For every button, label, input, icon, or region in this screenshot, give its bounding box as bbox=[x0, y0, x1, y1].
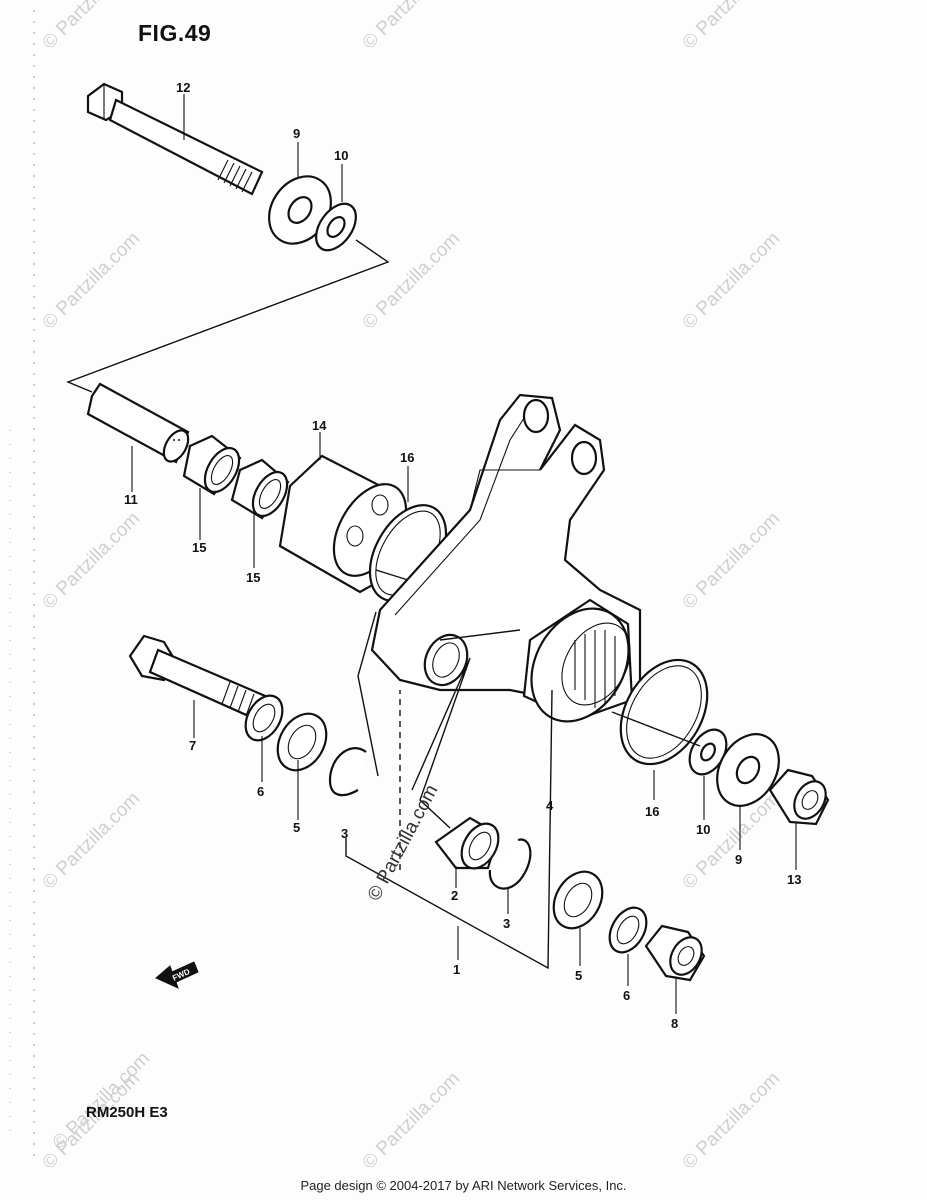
callout-labels: 12 9 10 14 16 11 15 15 7 6 5 3 4 2 3 1 1… bbox=[124, 80, 801, 1031]
scan-border bbox=[9, 10, 35, 1160]
watermark: © Partzilla.com bbox=[39, 508, 144, 613]
callout-3: 3 bbox=[503, 916, 510, 931]
part-12-bolt bbox=[86, 82, 264, 196]
part-3-circlip-left bbox=[328, 747, 367, 797]
part-10-washer-right bbox=[688, 728, 728, 776]
callout-5: 5 bbox=[575, 968, 582, 983]
part-9-washer-right bbox=[716, 733, 780, 807]
callout-6: 6 bbox=[257, 784, 264, 799]
watermark: © Partzilla.com bbox=[359, 0, 464, 54]
forward-arrow-icon: FWD bbox=[155, 961, 199, 989]
watermark: © Partzilla.com bbox=[679, 508, 784, 613]
assembly-line-top bbox=[66, 239, 390, 393]
watermark-center: © Partzilla.com bbox=[364, 781, 443, 904]
callout-9: 9 bbox=[735, 852, 742, 867]
callout-5: 5 bbox=[293, 820, 300, 835]
callout-12: 12 bbox=[176, 80, 190, 95]
part-15-bearing-a bbox=[182, 434, 242, 496]
part-3-circlip-right bbox=[488, 838, 532, 890]
part-7-bolt bbox=[128, 634, 272, 724]
part-6-seal-right bbox=[608, 906, 648, 954]
callout-9: 9 bbox=[293, 126, 300, 141]
fwd-label: FWD bbox=[171, 967, 192, 983]
watermark: © Partzilla.com bbox=[359, 228, 464, 333]
part-15-bearing-b bbox=[230, 458, 290, 520]
callout-4: 4 bbox=[546, 798, 554, 813]
callout-13: 13 bbox=[787, 872, 801, 887]
part-5-seal-left bbox=[276, 712, 328, 772]
model-code: RM250H E3 bbox=[86, 1104, 168, 1121]
callout-3: 3 bbox=[341, 826, 348, 841]
callout-16: 16 bbox=[400, 450, 414, 465]
part-5-seal-right bbox=[552, 870, 604, 930]
callout-15: 15 bbox=[192, 540, 206, 555]
watermark: © Partzilla.com bbox=[39, 228, 144, 333]
callout-10: 10 bbox=[334, 148, 348, 163]
callout-7: 7 bbox=[189, 738, 196, 753]
watermark: © Partzilla.com bbox=[39, 0, 144, 54]
assembly-lines bbox=[170, 439, 701, 970]
callout-14: 14 bbox=[312, 418, 327, 433]
part-10-washer-top bbox=[315, 202, 357, 252]
callout-1: 1 bbox=[453, 962, 460, 977]
callout-11: 11 bbox=[124, 492, 138, 507]
part-2-bearing bbox=[434, 816, 500, 870]
part-8-nut bbox=[644, 924, 706, 982]
callout-6: 6 bbox=[623, 988, 630, 1003]
callout-16: 16 bbox=[645, 804, 659, 819]
watermark: © Partzilla.com bbox=[679, 1068, 784, 1173]
part-6-seal-left bbox=[244, 694, 284, 742]
watermark: © Partzilla.com bbox=[679, 228, 784, 333]
callout-15: 15 bbox=[246, 570, 260, 585]
callout-10: 10 bbox=[696, 822, 710, 837]
watermark: © Partzilla.com bbox=[49, 1048, 154, 1153]
part-4-cushion-lever bbox=[370, 393, 642, 723]
part-16-oring-right bbox=[619, 658, 709, 766]
figure-title: FIG.49 bbox=[138, 20, 212, 46]
watermark: © Partzilla.com bbox=[679, 0, 784, 54]
callout-8: 8 bbox=[671, 1016, 678, 1031]
callout-2: 2 bbox=[451, 888, 458, 903]
watermark: © Partzilla.com bbox=[39, 788, 144, 893]
footer-copyright: Page design © 2004-2017 by ARI Network S… bbox=[300, 1178, 627, 1193]
callout-leaders bbox=[131, 94, 797, 1014]
watermark: © Partzilla.com bbox=[359, 1068, 464, 1173]
part-11-sleeve bbox=[86, 382, 190, 464]
part-13-nut bbox=[768, 768, 830, 826]
